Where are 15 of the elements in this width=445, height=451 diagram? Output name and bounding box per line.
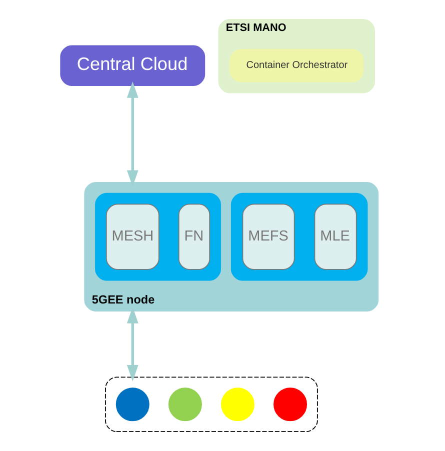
node-box: Central Cloud bbox=[60, 45, 205, 86]
node-box: MLE bbox=[314, 204, 356, 270]
node-box: MESH bbox=[105, 204, 159, 270]
node-box: Container Orchestrator bbox=[229, 48, 364, 82]
cluster bbox=[94, 192, 220, 281]
node-box: FN bbox=[178, 204, 210, 270]
node-circle bbox=[115, 388, 149, 422]
cluster bbox=[230, 192, 368, 281]
arrow bbox=[126, 306, 138, 382]
arrow bbox=[126, 82, 138, 187]
node-box: MEFS bbox=[242, 204, 294, 270]
node-circle bbox=[220, 388, 254, 422]
cluster bbox=[104, 376, 318, 432]
node-circle bbox=[168, 388, 202, 422]
node-circle bbox=[273, 388, 307, 422]
